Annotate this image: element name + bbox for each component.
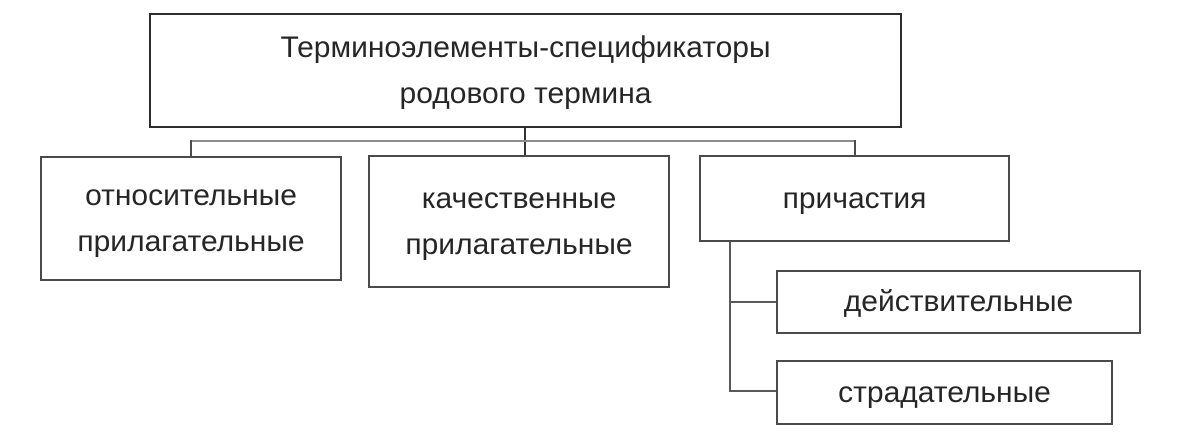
node-active-label: действительные <box>843 285 1074 318</box>
node-qualitative-label-line-1: качественные <box>421 181 617 215</box>
connector-stub-active <box>729 301 776 303</box>
connector-root-stem <box>524 128 526 156</box>
connector-horizontal-rail <box>190 140 856 142</box>
connector-participles-branch <box>729 242 731 392</box>
node-passive-participles: страдательные <box>776 360 1113 425</box>
connector-drop-relative <box>190 140 192 157</box>
node-participles-label: причастия <box>782 181 927 215</box>
node-active-participles: действительные <box>776 270 1141 334</box>
node-passive-label: страдательные <box>838 375 1051 409</box>
node-qualitative-label-line-2: прилагательные <box>405 227 633 261</box>
node-root: Терминоэлементы-спецификаторы родового т… <box>149 13 902 128</box>
node-relative-label-line-2: прилагательные <box>77 224 305 258</box>
node-qualitative-adjectives: качественные прилагательные <box>368 155 670 288</box>
connector-drop-participles <box>854 140 856 156</box>
connector-stub-passive <box>729 390 776 392</box>
node-root-label-line-1: Терминоэлементы-спецификаторы <box>280 30 771 64</box>
node-root-label-line-2: родового термина <box>399 76 652 110</box>
node-relative-label-line-1: относительные <box>85 178 297 212</box>
node-relative-adjectives: относительные прилагательные <box>40 156 342 281</box>
node-participles: причастия <box>699 155 1010 242</box>
